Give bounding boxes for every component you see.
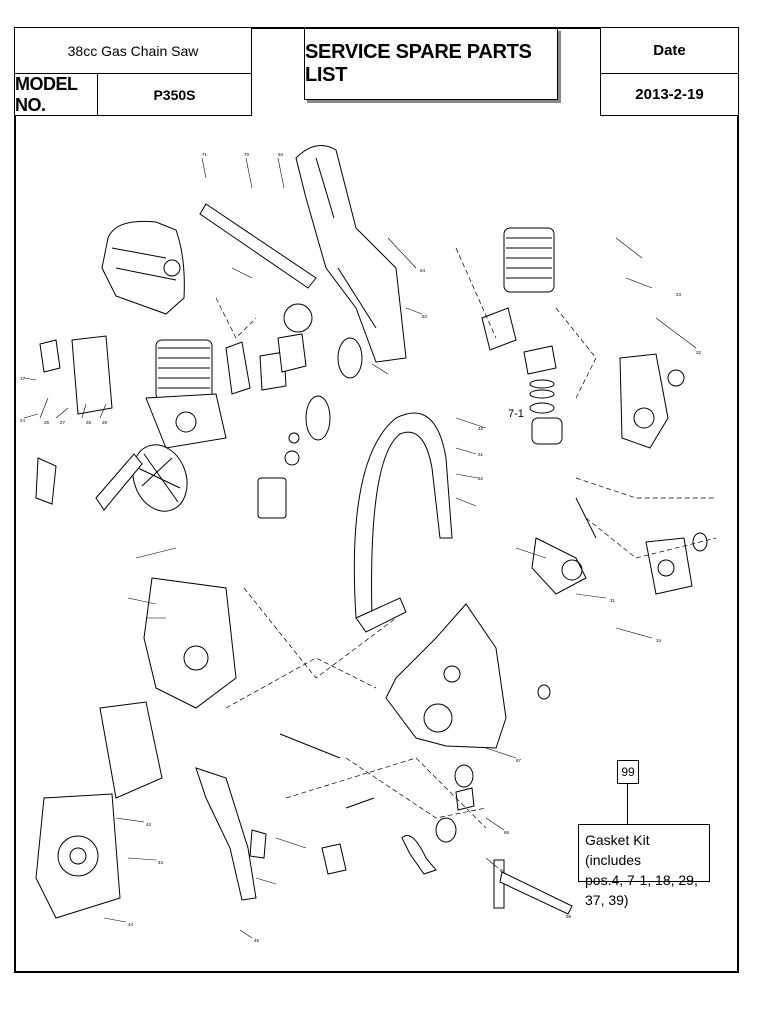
svg-text:28: 28 — [86, 420, 92, 425]
front-handle-part — [353, 412, 453, 633]
cylinder-part — [155, 339, 213, 401]
svg-text:71: 71 — [202, 152, 208, 157]
callout-number-box: 99 — [617, 760, 639, 784]
main-housing-part — [385, 603, 507, 749]
left-housing-part — [143, 577, 237, 709]
title-box: SERVICE SPARE PARTS LIST — [304, 28, 558, 100]
svg-text:87: 87 — [516, 758, 522, 763]
svg-text:84: 84 — [500, 868, 506, 873]
svg-text:51: 51 — [478, 452, 484, 457]
svg-text:52: 52 — [478, 476, 484, 481]
svg-text:32: 32 — [696, 350, 702, 355]
clutch-parts — [283, 303, 363, 441]
svg-text:17: 17 — [20, 376, 26, 381]
date-label: Date — [653, 42, 686, 59]
crankcase-part — [145, 393, 227, 449]
svg-text:45: 45 — [254, 938, 260, 943]
callout-description-box: Gasket Kit (includes pos.4, 7-1, 18, 29,… — [578, 824, 710, 908]
oil-pump-part — [645, 532, 708, 595]
cylinder-head-part — [481, 227, 555, 351]
svg-text:70: 70 — [244, 152, 250, 157]
guide-bar-part — [199, 203, 317, 289]
date-value-cell: 2013-2-19 — [600, 73, 739, 116]
starter-cover-part — [35, 701, 163, 919]
carburetor-parts — [225, 333, 307, 519]
svg-text:29: 29 — [102, 420, 108, 425]
svg-text:24: 24 — [20, 418, 26, 423]
svg-text:42: 42 — [146, 822, 152, 827]
filter-parts — [35, 335, 143, 511]
right-crankcase-part — [619, 353, 685, 449]
callout-line-2: pos.4, 7-1, 18, 29, 37, 39) — [585, 872, 698, 908]
sub-assembly-label: 7-1 — [508, 408, 524, 420]
callout-line-1: Gasket Kit (includes — [585, 832, 650, 868]
page-title: SERVICE SPARE PARTS LIST — [305, 41, 532, 86]
svg-text:45: 45 — [478, 426, 484, 431]
svg-text:44: 44 — [128, 922, 134, 927]
brake-lever-part — [195, 767, 267, 901]
svg-text:34: 34 — [656, 638, 662, 643]
date-value: 2013-2-19 — [635, 86, 704, 103]
model-label: MODEL NO. — [15, 73, 78, 115]
rear-handle-part — [295, 145, 407, 363]
svg-text:25: 25 — [44, 420, 50, 425]
flywheel-part — [132, 444, 188, 512]
svg-text:86: 86 — [504, 830, 510, 835]
date-label-cell: Date — [600, 27, 739, 74]
chain-catcher-parts — [321, 764, 475, 875]
top-cover-part — [101, 220, 185, 315]
model-value-cell: P350S — [97, 73, 252, 116]
model-value: P350S — [153, 86, 196, 103]
svg-text:98: 98 — [566, 914, 572, 919]
leader-lines — [23, 157, 697, 939]
svg-text:94: 94 — [278, 152, 284, 157]
svg-text:63: 63 — [422, 314, 428, 319]
product-name: 38cc Gas Chain Saw — [67, 42, 199, 59]
reference-lines — [215, 247, 717, 829]
model-label-cell: MODEL NO. — [14, 73, 98, 116]
svg-text:31: 31 — [610, 598, 616, 603]
callout-connector — [627, 784, 628, 824]
svg-text:64: 64 — [420, 268, 426, 273]
product-name-cell: 38cc Gas Chain Saw — [14, 27, 252, 74]
combination-tool-part — [493, 859, 573, 915]
crankshaft-part — [531, 497, 597, 595]
callout-number: 99 — [621, 765, 635, 779]
piston-parts — [523, 345, 563, 445]
svg-text:27: 27 — [60, 420, 66, 425]
svg-text:23: 23 — [676, 292, 682, 297]
svg-text:43: 43 — [158, 860, 164, 865]
throttle-rod-part — [279, 684, 551, 809]
